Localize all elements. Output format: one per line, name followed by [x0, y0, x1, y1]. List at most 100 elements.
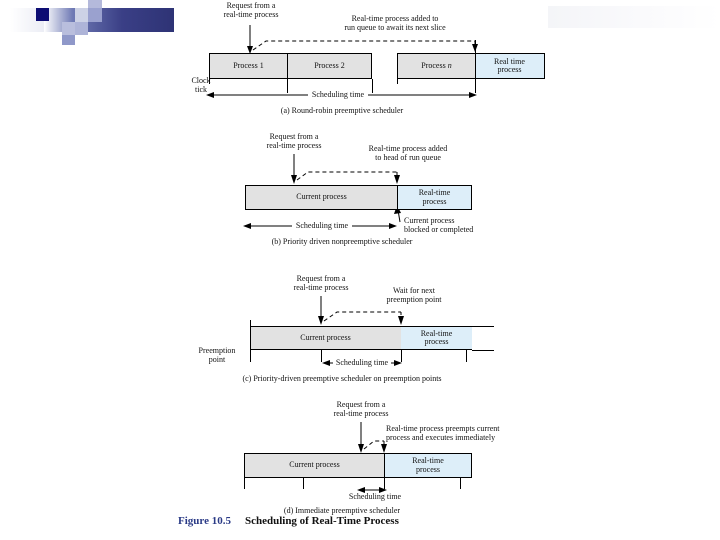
panel-c-box-realtime-label: Real-time process — [419, 328, 455, 347]
panel-a-box-realtime-line2: process — [497, 65, 522, 74]
panel-c-request-line1: Request from a — [296, 274, 346, 283]
panel-c-box-current-process-label: Current process — [300, 332, 351, 342]
panel-c-priority-preemptive-points: Request from a real-time process Wait fo… — [0, 272, 720, 390]
panel-c-note-line2: preemption point — [386, 295, 442, 305]
panel-d-note-label: Real-time process preempts current proce… — [386, 424, 606, 442]
panel-c-preemption-point-label: Preemption point — [186, 346, 248, 364]
panel-a-box-process-2-label: Process 2 — [314, 60, 345, 70]
panel-d-box-current-process-label: Current process — [289, 460, 340, 470]
panel-b-measure-text: Scheduling time — [291, 221, 353, 230]
panel-b-caption-text: (b) Priority driven nonpreemptive schedu… — [271, 237, 413, 246]
panel-d-caption-text: (d) Immediate preemptive scheduler — [283, 506, 401, 515]
panel-c-preemption-tick-3 — [401, 350, 402, 362]
panel-a-box-process-n-label: Process n — [421, 60, 452, 70]
panel-a-box-process-n: Process n — [397, 53, 475, 79]
figure-title: Scheduling of Real-Time Process — [244, 515, 399, 527]
panel-c-box-realtime-line2: process — [424, 337, 449, 346]
panel-a-caption: (a) Round-robin preemptive scheduler — [0, 106, 720, 115]
panel-b-box-realtime-label: Real-time process — [417, 188, 453, 206]
panel-a-box-process-1-label: Process 1 — [233, 60, 264, 70]
panel-b-request-line1: Request from a — [269, 132, 319, 141]
figure-number: Figure 10.5 — [178, 515, 231, 527]
panel-c-preemption-point-line1: Preemption — [198, 346, 236, 355]
panel-a-request-line2: real-time process — [223, 10, 279, 20]
decoration-right-bar — [548, 6, 720, 28]
panel-a-tick-2 — [287, 79, 288, 93]
panel-d-box-realtime-line1: Real-time — [412, 456, 444, 466]
panel-c-box-realtime-line1: Real-time — [420, 328, 453, 338]
panel-c-preemption-point-line2: point — [208, 355, 226, 365]
panel-b-caption: (b) Priority driven nonpreemptive schedu… — [0, 237, 720, 246]
panel-b-request-label: Request from a real-time process — [238, 132, 350, 150]
panel-c-caption-text: (c) Priority-driven preemptive scheduler… — [242, 374, 442, 383]
panel-a-tick-4 — [397, 79, 398, 84]
panel-d-tick-3 — [384, 478, 385, 489]
panel-c-caption: (c) Priority-driven preemptive scheduler… — [0, 374, 720, 383]
panel-c-baseline-top — [472, 326, 494, 327]
panel-a-round-robin: Request from a real-time process Real-ti… — [0, 0, 720, 122]
panel-a-clock-tick-label: Clock tick — [178, 76, 224, 94]
panel-b-box-realtime: Real-time process — [397, 185, 472, 210]
decoration-square-6 — [88, 0, 102, 8]
panel-b-note-label: Real-time process added to head of run q… — [333, 144, 483, 162]
panel-c-request-line2: real-time process — [293, 283, 349, 293]
panel-d-request-label: Request from a real-time process — [305, 400, 417, 418]
panel-b-note2-line2: blocked or completed — [404, 225, 474, 235]
panel-a-tick-3 — [372, 79, 373, 93]
panel-b-priority-nonpreemptive: Request from a real-time process Real-ti… — [0, 130, 720, 252]
panel-a-tick-5 — [475, 40, 476, 93]
decoration-square-3 — [62, 35, 75, 45]
panel-d-measure-label: Scheduling time — [330, 492, 420, 501]
decoration-square-4 — [75, 8, 88, 22]
panel-d-tick-1 — [244, 478, 245, 489]
panel-d-arrows — [357, 422, 387, 493]
panel-a-note-line1: Real-time process added to — [351, 14, 439, 23]
panel-c-measure-label: Scheduling time — [322, 358, 402, 367]
decoration-square-7 — [88, 8, 102, 22]
panel-b-note2-label: Current process blocked or completed — [404, 216, 564, 234]
panel-b-box-realtime-line1: Real-time — [418, 188, 451, 198]
panel-a-measure-text: Scheduling time — [307, 90, 369, 99]
panel-a-box-realtime: Real time process — [475, 53, 545, 79]
panel-a-tick-1 — [209, 79, 210, 84]
panel-a-measure-label: Scheduling time — [0, 90, 720, 99]
panel-b-box-realtime-line2: process — [422, 196, 447, 206]
panel-a-box-process-2: Process 2 — [287, 53, 372, 79]
panel-a-note-line2: run queue to await its next slice — [344, 23, 446, 33]
panel-b-note-line2: to head of run queue — [375, 153, 441, 163]
panel-d-tick-4 — [460, 478, 461, 489]
panel-c-measure-text: Scheduling time — [332, 358, 392, 367]
panel-d-note-line2: process and executes immediately — [386, 433, 496, 443]
panel-c-box-realtime: Real-time process — [401, 326, 472, 350]
panel-d-tick-2 — [303, 478, 304, 489]
panel-c-baseline-bottom — [472, 350, 494, 351]
decoration-square-1 — [36, 8, 49, 21]
panel-b-note-line1: Real-time process added — [368, 144, 448, 153]
panel-a-clock-tick-line2: tick — [195, 85, 207, 95]
panel-b-note2-line1: Current process — [404, 216, 455, 225]
panel-d-request-line1: Request from a — [336, 400, 386, 409]
panel-c-preemption-tick-2 — [321, 350, 322, 362]
panel-b-request-line2: real-time process — [266, 141, 322, 151]
panel-a-note-label: Real-time process added to run queue to … — [305, 14, 485, 32]
panel-b-box-current-process-label: Current process — [296, 192, 347, 202]
figure-caption: Figure 10.5 Scheduling of Real-Time Proce… — [178, 515, 399, 527]
panel-c-box-current-process: Current process — [250, 326, 401, 350]
panel-d-caption: (d) Immediate preemptive scheduler — [0, 506, 720, 515]
panel-a-box-process-1: Process 1 — [209, 53, 287, 79]
decoration-square-2 — [62, 22, 75, 35]
panel-d-request-line2: real-time process — [333, 409, 389, 419]
panel-d-measure-text: Scheduling time — [348, 492, 402, 501]
panel-a-clock-tick-line1: Clock — [191, 76, 211, 85]
panel-a-request-line1: Request from a — [226, 1, 276, 10]
slide-decoration — [0, 0, 720, 45]
panel-c-note-line1: Wait for next — [392, 286, 435, 295]
panel-c-preemption-tick-4 — [466, 350, 467, 362]
panel-a-box-realtime-line1: Real time — [494, 56, 525, 66]
panel-a-caption-text: (a) Round-robin preemptive scheduler — [280, 106, 404, 115]
panel-d-box-current-process: Current process — [244, 453, 384, 478]
panel-d-box-realtime-label: Real-time process — [410, 456, 446, 474]
panel-c-request-label: Request from a real-time process — [265, 274, 377, 292]
panel-c-note-label: Wait for next preemption point — [358, 286, 470, 304]
